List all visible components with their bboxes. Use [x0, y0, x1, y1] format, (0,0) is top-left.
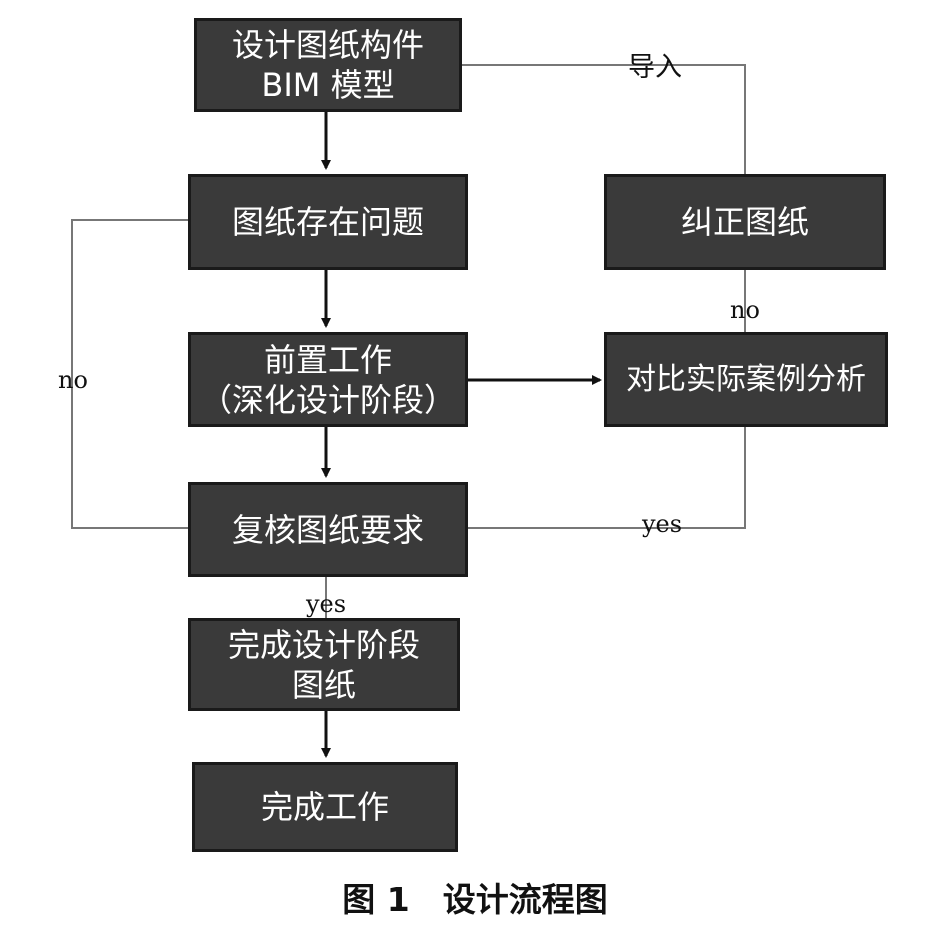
edge-label-import: 导入: [628, 52, 682, 83]
node-finish-drawings-line1: 完成设计阶段: [227, 625, 420, 664]
node-pre-work-line2: （深化设计阶段）: [199, 380, 456, 419]
node-bim-model-line1: 设计图纸构件: [231, 26, 424, 64]
node-pre-work: 前置工作 （深化设计阶段）: [188, 332, 468, 427]
connector-review-no-to-issues: [71, 219, 188, 529]
node-bim-model-line2: BIM 模型: [261, 66, 395, 104]
edge-label-yes-down: yes: [306, 590, 347, 618]
figure-caption: 图 1 设计流程图: [342, 880, 608, 919]
node-compare-cases-label: 对比实际案例分析: [626, 361, 866, 397]
node-correct-drawings-label: 纠正图纸: [680, 203, 809, 241]
node-finish-work-label: 完成工作: [260, 788, 389, 826]
edge-label-yes-right: yes: [642, 510, 683, 538]
node-compare-cases: 对比实际案例分析: [604, 332, 888, 427]
edge-label-no-right: no: [730, 296, 760, 324]
node-finish-drawings-line2: 图纸: [291, 665, 356, 704]
node-correct-drawings: 纠正图纸: [604, 174, 886, 270]
node-bim-model: 设计图纸构件 BIM 模型: [194, 18, 462, 112]
connector-compare-yes-to-review: [468, 427, 746, 529]
node-finish-drawings: 完成设计阶段 图纸: [188, 618, 460, 711]
node-pre-work-line1: 前置工作: [263, 340, 392, 379]
node-review: 复核图纸要求: [188, 482, 468, 577]
edge-label-no-left: no: [58, 366, 88, 394]
node-drawing-issues-label: 图纸存在问题: [231, 203, 424, 241]
node-review-label: 复核图纸要求: [231, 510, 424, 549]
node-finish-work: 完成工作: [192, 762, 458, 852]
node-drawing-issues: 图纸存在问题: [188, 174, 468, 270]
connector-correct-import-to-bim: [462, 64, 746, 174]
